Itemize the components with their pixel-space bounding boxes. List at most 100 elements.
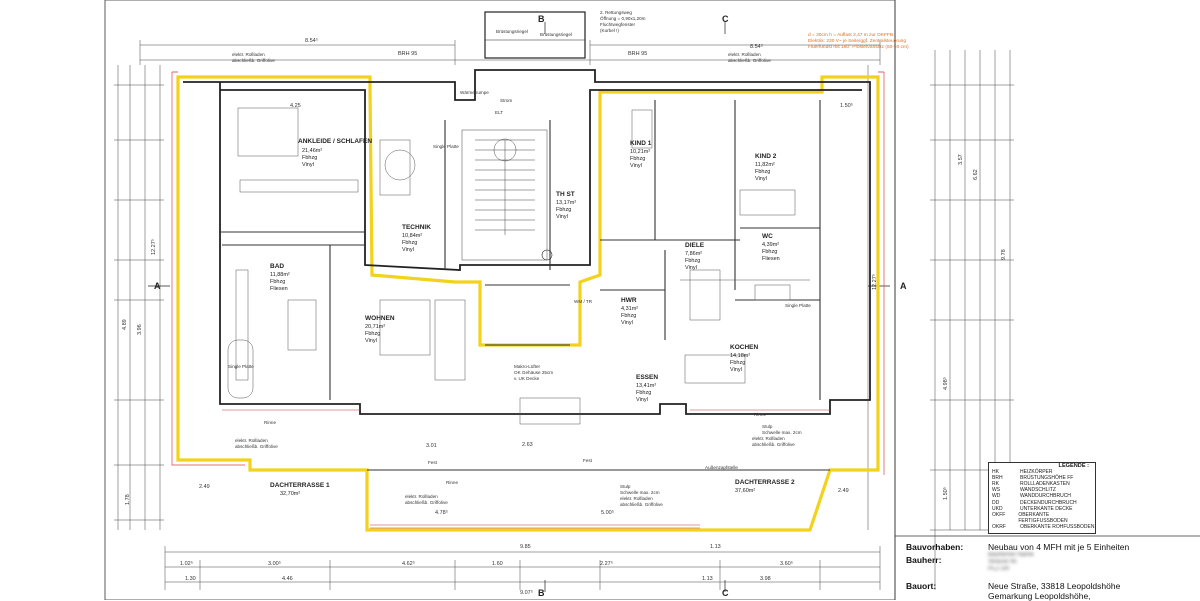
legend-value: UNTERKANTE DECKE (1020, 505, 1073, 512)
svg-text:Schwelle max. 2cm: Schwelle max. 2cm (620, 490, 660, 495)
legend-value: WANDSCHLITZ (1020, 487, 1056, 494)
dim-left-4-89: 4.89 (122, 319, 128, 330)
svg-text:Vinyl: Vinyl (365, 338, 377, 344)
svg-text:Fbhzg: Fbhzg (685, 258, 700, 264)
dim-top-left: 8.54⁵ (305, 37, 318, 44)
legend-value: WANDDURCHBRUCH (1020, 493, 1071, 500)
svg-text:Vinyl: Vinyl (685, 265, 697, 271)
legend-value: OBERKANTE FERTIGFUSSBODEN (1018, 511, 1068, 524)
legend-key: HK (992, 469, 999, 476)
svg-text:OK Gehäuse 25cm: OK Gehäuse 25cm (514, 370, 553, 375)
dim-bottom-300: 3.00⁵ (268, 560, 281, 567)
bauort-label: Bauort: (906, 581, 937, 591)
dim-4-78: 4.78⁵ (435, 509, 448, 516)
room-kind1: KIND 1 10,21m² Fbhzg Vinyl (630, 140, 652, 169)
dim-bottom-462: 4.62⁵ (402, 560, 415, 567)
section-b-top: B (538, 14, 545, 24)
svg-text:DIELE: DIELE (685, 242, 705, 249)
dim-bottom-113: 1.13 (702, 576, 713, 582)
furniture (227, 107, 810, 425)
svg-text:20,71m²: 20,71m² (365, 324, 385, 330)
note-rolladen-terrace: elektr. Rollladen (405, 494, 438, 499)
note-rinne-left: Rinne (264, 420, 276, 425)
section-c-bottom: C (722, 588, 729, 598)
svg-text:ESSEN: ESSEN (636, 374, 658, 381)
room-ankleide: ANKLEIDE / SCHLAFEN 21,46m² Fbhzg Vinyl (298, 138, 372, 168)
room-kochen: KOCHEN 14,18m² Fbhzg Vinyl (730, 344, 758, 373)
svg-text:abschließb. Griffolive: abschließb. Griffolive (232, 58, 275, 63)
note-rinne-bottom: Rinne (446, 480, 458, 485)
dim-left-3-96: 3.96 (137, 324, 143, 335)
bauvorhaben-value: Neubau von 4 MFH mit je 5 Einheiten (988, 542, 1130, 552)
note-single-platte-2: Single Platte (228, 364, 254, 369)
svg-text:abschließb. Griffolive: abschließb. Griffolive (620, 502, 663, 507)
dim-bottom-102: 1.02⁵ (180, 560, 193, 567)
room-kind2: KIND 2 11,82m² Fbhzg Vinyl (755, 153, 777, 182)
dim-right-4-98: 4.98⁵ (942, 377, 949, 390)
note-aussenzapfstelle: Außenzapfstelle (705, 465, 738, 470)
svg-text:Fliesen: Fliesen (270, 286, 288, 292)
svg-text:Fbhzg: Fbhzg (730, 360, 745, 366)
dim-1-50: 1.50⁵ (840, 102, 853, 109)
svg-text:Fluchtwegfenster: Fluchtwegfenster (600, 22, 635, 27)
note-single-platte-1: Single Platte (433, 144, 459, 149)
note-rolladen-top-left: elektr. Rollladen (232, 52, 265, 57)
room-th: TH ST 13,17m² Fbhzg Vinyl (556, 191, 576, 220)
bauherr-value-2: Strasse Nr. (988, 559, 1018, 565)
svg-text:Fbhzg: Fbhzg (636, 390, 651, 396)
note-rolladen-left: elektr. Rollladen (235, 438, 268, 443)
svg-text:Fbhzg: Fbhzg (621, 313, 636, 319)
dim-2-49-left: 2.49 (199, 484, 210, 490)
svg-text:HWR: HWR (621, 297, 637, 304)
dim-bottom-360: 3.60⁵ (780, 560, 793, 567)
room-diele: DIELE 7,86m² Fbhzg Vinyl (685, 242, 705, 271)
note-orange-3: Fluerfundst mit 180° Pfosten/ansatz (60-… (808, 44, 909, 50)
legend-key: DD (992, 499, 1000, 506)
title-block: Bauvorhaben: Neubau von 4 MFH mit je 5 E… (898, 536, 1198, 601)
svg-text:Fbhzg: Fbhzg (270, 279, 285, 285)
svg-text:Vinyl: Vinyl (636, 397, 648, 403)
dim-3-01: 3.01 (426, 443, 437, 449)
svg-text:abschließb. Griffolive: abschließb. Griffolive (728, 58, 771, 63)
svg-text:BAD: BAD (270, 263, 284, 270)
svg-text:11,82m²: 11,82m² (755, 162, 775, 168)
dim-bottom-160: 1.60 (492, 561, 503, 567)
svg-text:Vinyl: Vinyl (630, 163, 642, 169)
svg-text:32,70m²: 32,70m² (280, 491, 300, 497)
svg-text:Fbhzg: Fbhzg (630, 156, 645, 162)
dim-right-9-78: 9.78 (1001, 249, 1007, 260)
legend-title: LEGENDE : (1058, 463, 1089, 469)
svg-text:(Kurbel !): (Kurbel !) (600, 28, 619, 33)
note-elt: ELT (495, 110, 503, 115)
svg-text:KIND 1: KIND 1 (630, 140, 652, 147)
note-bruestung-left: Brüstungsriegel (496, 29, 528, 34)
legend-key: OKFF (992, 511, 1006, 518)
outer-walls (183, 69, 871, 415)
svg-text:Fliesen: Fliesen (762, 256, 780, 262)
svg-text:Schwelle max. 2cm: Schwelle max. 2cm (762, 430, 802, 435)
dim-bottom-398: 3.98 (760, 576, 771, 582)
legend-key: UKD (992, 505, 1003, 512)
bauherr-value-3: PLZ Ort (988, 566, 1010, 572)
legend-key: RK (992, 481, 999, 488)
terrace-edges (222, 409, 830, 529)
dim-top-right: 8.54⁵ (750, 43, 763, 50)
section-markers (148, 22, 890, 592)
dim-right-height: 12.27⁵ (871, 274, 878, 290)
svg-text:Vinyl: Vinyl (302, 162, 314, 168)
svg-text:Vinyl: Vinyl (755, 176, 767, 182)
dim-4-25: 4.25 (290, 103, 301, 109)
svg-text:WC: WC (762, 233, 773, 240)
svg-text:WOHNEN: WOHNEN (365, 315, 395, 322)
svg-text:KOCHEN: KOCHEN (730, 344, 758, 351)
legend-value: BRÜSTUNGSHÖHE FF (1020, 475, 1074, 482)
svg-text:abschließb. Griffolive: abschließb. Griffolive (235, 444, 278, 449)
dim-bottom-130: 1.30 (185, 576, 196, 582)
svg-text:abschließb. Griffolive: abschließb. Griffolive (752, 442, 795, 447)
svg-text:Fbhzg: Fbhzg (302, 155, 317, 161)
dim-right-3-57: 3.57 (958, 154, 964, 165)
